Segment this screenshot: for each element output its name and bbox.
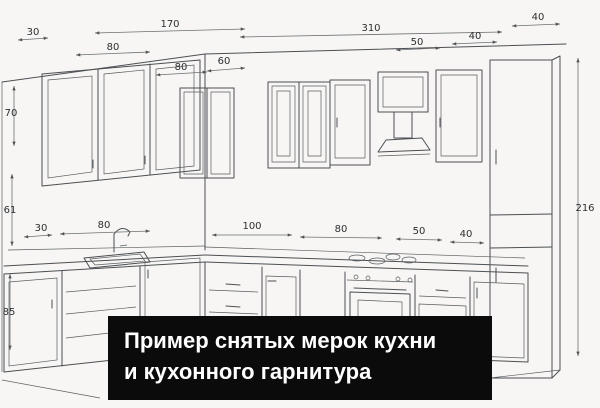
dimension-lines xyxy=(8,22,580,356)
dim-label: 30 xyxy=(27,27,40,38)
dim-label: 170 xyxy=(160,19,179,30)
cooktop-burners xyxy=(348,253,417,265)
dim-label: 310 xyxy=(361,23,380,34)
dim-label: 80 xyxy=(107,42,120,53)
dim-label: 61 xyxy=(4,205,17,216)
dim-label: 40 xyxy=(469,31,482,42)
dim-label: 40 xyxy=(460,229,473,240)
caption-box: Пример снятых мерок кухни и кухонного га… xyxy=(108,316,492,400)
cooker-hood xyxy=(377,111,431,157)
dim-label: 80 xyxy=(335,224,348,235)
floor-lines xyxy=(1,369,561,399)
dim-label: 60 xyxy=(218,56,231,67)
dim-label: 50 xyxy=(411,37,424,48)
dim-label: 40 xyxy=(532,12,545,23)
caption-line-2: и кухонного гарнитура xyxy=(124,358,372,384)
upper-cabinets-left xyxy=(41,59,201,187)
dim-label: 30 xyxy=(35,223,48,234)
dim-label: 80 xyxy=(175,62,188,73)
dim-label: 50 xyxy=(413,226,426,237)
dim-label: 100 xyxy=(242,221,261,232)
dim-label: 216 xyxy=(575,203,594,214)
dim-label: 80 xyxy=(98,220,111,231)
caption-line-1: Пример снятых мерок кухни xyxy=(124,328,437,353)
tall-cabinet xyxy=(489,55,561,379)
upper-cabinet-corner xyxy=(179,87,235,179)
dim-label: 85 xyxy=(3,307,16,318)
dim-label: 70 xyxy=(5,108,18,119)
upper-cabinets-right xyxy=(267,69,483,169)
walls xyxy=(1,43,567,372)
dimension-labels: 30 170 80 80 60 310 50 40 40 30 80 100 8… xyxy=(3,12,595,318)
